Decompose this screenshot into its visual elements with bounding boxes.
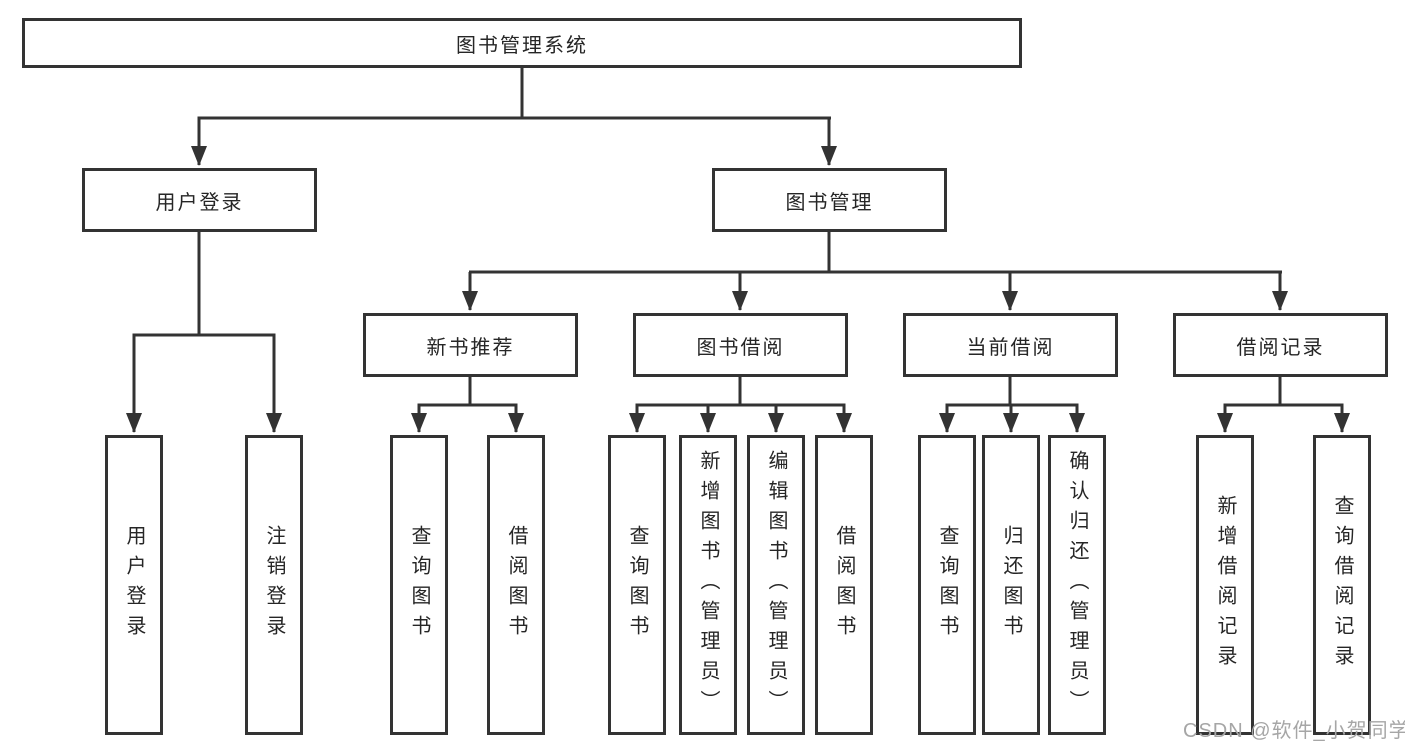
leaf-label: 查询图书 (936, 525, 958, 645)
leaf-add-book-admin: 新增图书（管理员） (679, 435, 737, 735)
watermark: CSDN @软件_小贺同学 (1183, 720, 1405, 742)
leaf-label: 归还图书 (1000, 525, 1022, 645)
leaf-label: 编辑图书（管理员） (765, 450, 787, 720)
leaf-label: 新增图书（管理员） (697, 450, 719, 720)
node-borrow-record: 借阅记录 (1173, 313, 1388, 377)
leaf-edit-book-admin: 编辑图书（管理员） (747, 435, 805, 735)
node-book-borrow: 图书借阅 (633, 313, 848, 377)
leaf-label: 确认归还（管理员） (1066, 450, 1088, 720)
leaf-label: 新增借阅记录 (1214, 495, 1236, 675)
leaf-label: 查询借阅记录 (1331, 495, 1353, 675)
leaf-borrow-book: 借阅图书 (815, 435, 873, 735)
node-library-system: 图书管理系统 (22, 18, 1022, 68)
leaf-label: 借阅图书 (833, 525, 855, 645)
node-label: 借阅记录 (1236, 336, 1325, 359)
node-book-management: 图书管理 (712, 168, 947, 232)
leaf-label: 注销登录 (263, 525, 285, 645)
leaf-query-book-recommend: 查询图书 (390, 435, 448, 735)
leaf-query-book: 查询图书 (608, 435, 666, 735)
node-label: 新书推荐 (426, 336, 515, 359)
leaf-label: 查询图书 (626, 525, 648, 645)
leaf-query-current: 查询图书 (918, 435, 976, 735)
leaf-label: 用户登录 (123, 525, 145, 645)
leaf-logout: 注销登录 (245, 435, 303, 735)
leaf-user-login: 用户登录 (105, 435, 163, 735)
leaf-query-borrow-record: 查询借阅记录 (1313, 435, 1371, 735)
leaf-add-borrow-record: 新增借阅记录 (1196, 435, 1254, 735)
leaf-label: 查询图书 (408, 525, 430, 645)
node-new-book-recommend: 新书推荐 (363, 313, 578, 377)
leaf-borrow-book-recommend: 借阅图书 (487, 435, 545, 735)
node-label: 用户登录 (155, 191, 244, 214)
node-label: 图书管理 (785, 191, 874, 214)
node-label: 图书借阅 (696, 336, 785, 359)
node-current-borrow: 当前借阅 (903, 313, 1118, 377)
leaf-label: 借阅图书 (505, 525, 527, 645)
leaf-return-book: 归还图书 (982, 435, 1040, 735)
leaf-confirm-return-admin: 确认归还（管理员） (1048, 435, 1106, 735)
node-label: 图书管理系统 (456, 34, 588, 57)
node-user-login: 用户登录 (82, 168, 317, 232)
node-label: 当前借阅 (966, 336, 1055, 359)
